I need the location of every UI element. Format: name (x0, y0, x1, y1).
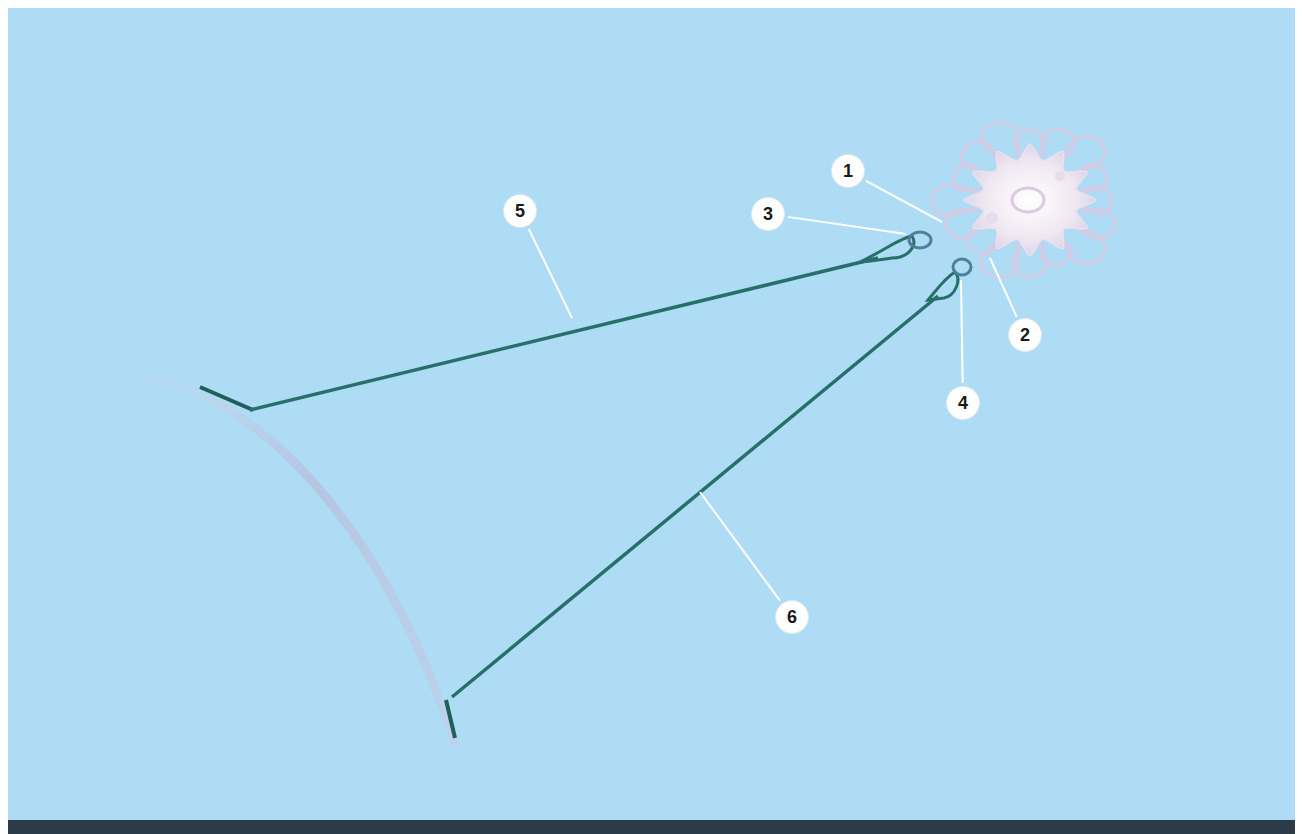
callout-number: 5 (515, 201, 525, 222)
cell-nucleus (1012, 188, 1044, 212)
callout-number: 1 (843, 161, 853, 182)
thread-eye (928, 272, 958, 300)
cell-process (961, 141, 998, 172)
callout-circle: 3 (751, 197, 785, 231)
callout-number: 4 (958, 393, 968, 414)
leader-lines (529, 181, 1017, 601)
callout-circle: 6 (775, 600, 809, 634)
suture-loop (953, 259, 971, 275)
cell-process (967, 227, 998, 254)
thread-end (446, 700, 455, 738)
leader-line (961, 280, 963, 383)
background (8, 8, 1295, 820)
bottom-bar (8, 820, 1295, 834)
cell (932, 122, 1114, 278)
leader-line (700, 492, 780, 601)
leader-line (529, 229, 572, 318)
callout-number: 3 (763, 204, 773, 225)
cell-body (964, 144, 1096, 256)
suture-loop (909, 232, 931, 248)
cell-granule (986, 212, 998, 224)
callout-circle: 2 (1008, 318, 1042, 352)
leader-line (990, 258, 1017, 317)
callout-number: 6 (787, 607, 797, 628)
thread-end (200, 387, 253, 410)
callout-circle: 5 (503, 194, 537, 228)
leader-line (866, 181, 942, 222)
callout-circle: 1 (831, 154, 865, 188)
needle-curve (150, 378, 455, 742)
leader-line (788, 217, 906, 234)
callout-circle: 4 (946, 386, 980, 420)
callout-number: 2 (1020, 325, 1030, 346)
cell-granule (1055, 171, 1065, 181)
thread-eye (860, 236, 914, 262)
suture-thread (452, 296, 938, 697)
suture-thread (250, 258, 878, 410)
